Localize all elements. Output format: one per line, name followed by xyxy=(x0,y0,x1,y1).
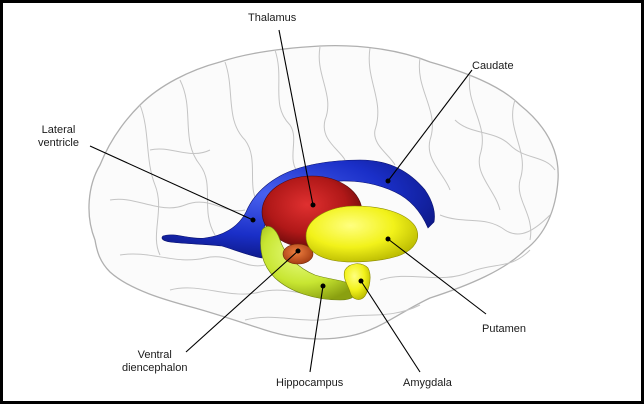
dot-ventral-diencephalon xyxy=(295,248,301,254)
leader-thalamus xyxy=(278,29,314,206)
label-amygdala-text: Amygdala xyxy=(403,377,452,389)
label-hippocampus-text: Hippocampus xyxy=(276,377,344,389)
ventral-diencephalon-shape xyxy=(282,243,314,265)
label-ventral-diencephalon: Ventral diencephalon xyxy=(122,349,187,375)
dot-putamen xyxy=(385,236,391,242)
dot-hippocampus xyxy=(320,283,326,289)
label-lateral-ventricle-line1: Lateral xyxy=(41,124,76,136)
putamen-shape xyxy=(305,205,418,263)
leader-putamen xyxy=(387,238,487,315)
label-hippocampus: Hippocampus xyxy=(276,377,343,390)
leader-amygdala xyxy=(360,280,421,373)
label-caudate-text: Caudate xyxy=(472,60,514,72)
label-ventral-diencephalon-line2: diencephalon xyxy=(122,362,188,374)
label-thalamus: Thalamus xyxy=(248,12,296,25)
leader-ventral-diencephalon xyxy=(185,250,299,353)
label-lateral-ventricle-line2: ventricle xyxy=(38,137,79,149)
amygdala-shape xyxy=(343,263,371,300)
brain-sulci xyxy=(109,46,556,321)
label-putamen: Putamen xyxy=(482,323,526,336)
leader-hippocampus xyxy=(309,285,324,373)
lateral-ventricle-shape xyxy=(161,159,435,259)
dot-lateral-ventricle xyxy=(250,217,256,223)
label-amygdala: Amygdala xyxy=(403,377,452,390)
label-putamen-text: Putamen xyxy=(482,323,527,335)
dot-caudate xyxy=(385,178,391,184)
anchor-dots xyxy=(250,178,391,289)
leader-lateral-ventricle xyxy=(89,145,254,221)
label-ventral-diencephalon-line1: Ventral xyxy=(137,349,172,361)
label-thalamus-text: Thalamus xyxy=(248,12,297,24)
dot-thalamus xyxy=(310,202,316,208)
leader-lines xyxy=(89,29,487,373)
label-lateral-ventricle: Lateral ventricle xyxy=(38,124,79,150)
dot-amygdala xyxy=(358,278,364,284)
leader-caudate xyxy=(387,69,473,182)
label-caudate: Caudate xyxy=(472,60,514,73)
